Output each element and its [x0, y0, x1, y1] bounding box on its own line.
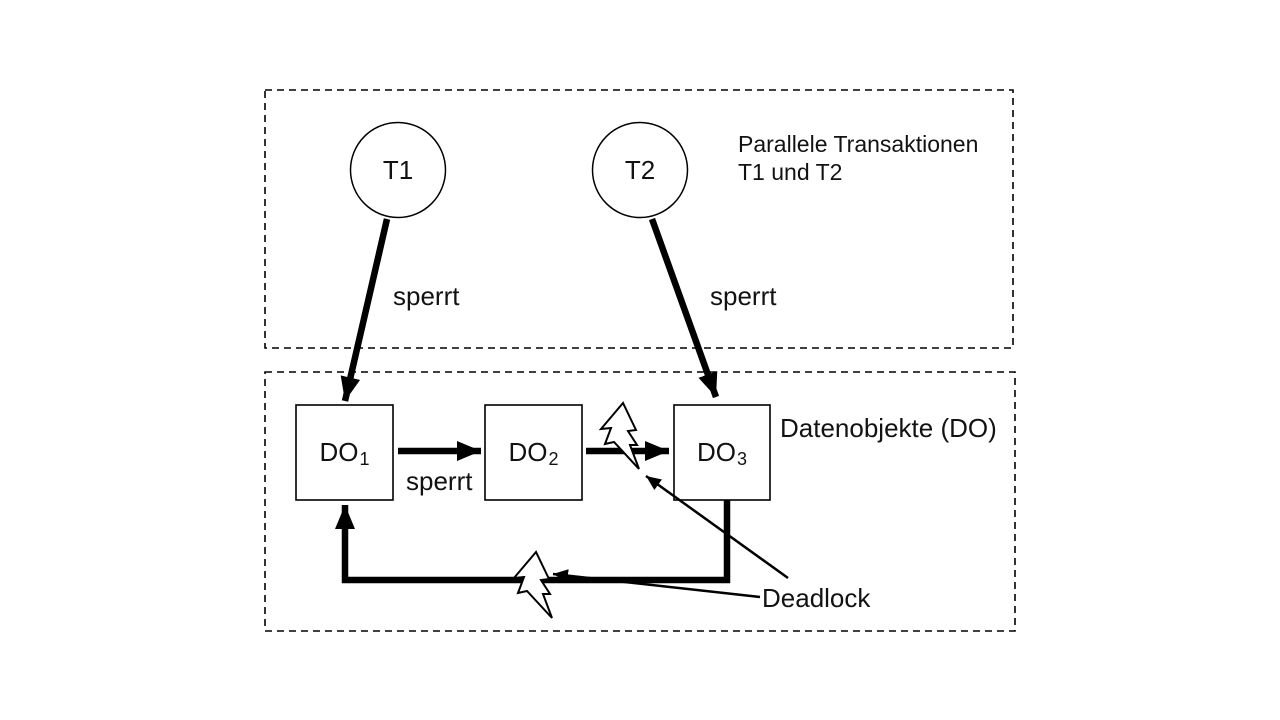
do1-box	[295, 404, 394, 501]
t2-node-label: T2	[624, 154, 656, 185]
t2-node-circle	[591, 121, 689, 219]
data-objects-region-border	[264, 371, 1016, 632]
data-objects-region-caption: Datenobjekte (DO)	[780, 413, 997, 443]
t1-node-circle	[349, 121, 447, 219]
lightning-bolt-icon	[598, 401, 640, 470]
lightning-bolt-icon	[511, 550, 553, 619]
transactions-region-caption: Parallele Transaktionen T1 und T2	[738, 131, 979, 185]
t1-lock-edge-label: sperrt	[393, 281, 460, 311]
t2-locks-do3-arrow	[648, 217, 720, 399]
t1-locks-do1-arrow	[340, 218, 391, 402]
deadlock-annotation-label: Deadlock	[762, 583, 871, 613]
t2-lock-edge-label: sperrt	[710, 281, 777, 311]
do1-do2-lock-edge-label: sperrt	[406, 466, 473, 496]
transactions-region-border	[264, 89, 1014, 349]
t1-node-label: T1	[382, 154, 414, 185]
do3-box	[673, 404, 771, 501]
do2-box	[484, 404, 583, 501]
deadlock-pointer-upper-arrow	[645, 474, 789, 580]
deadlock-pointer-lower-arrow	[552, 569, 761, 599]
